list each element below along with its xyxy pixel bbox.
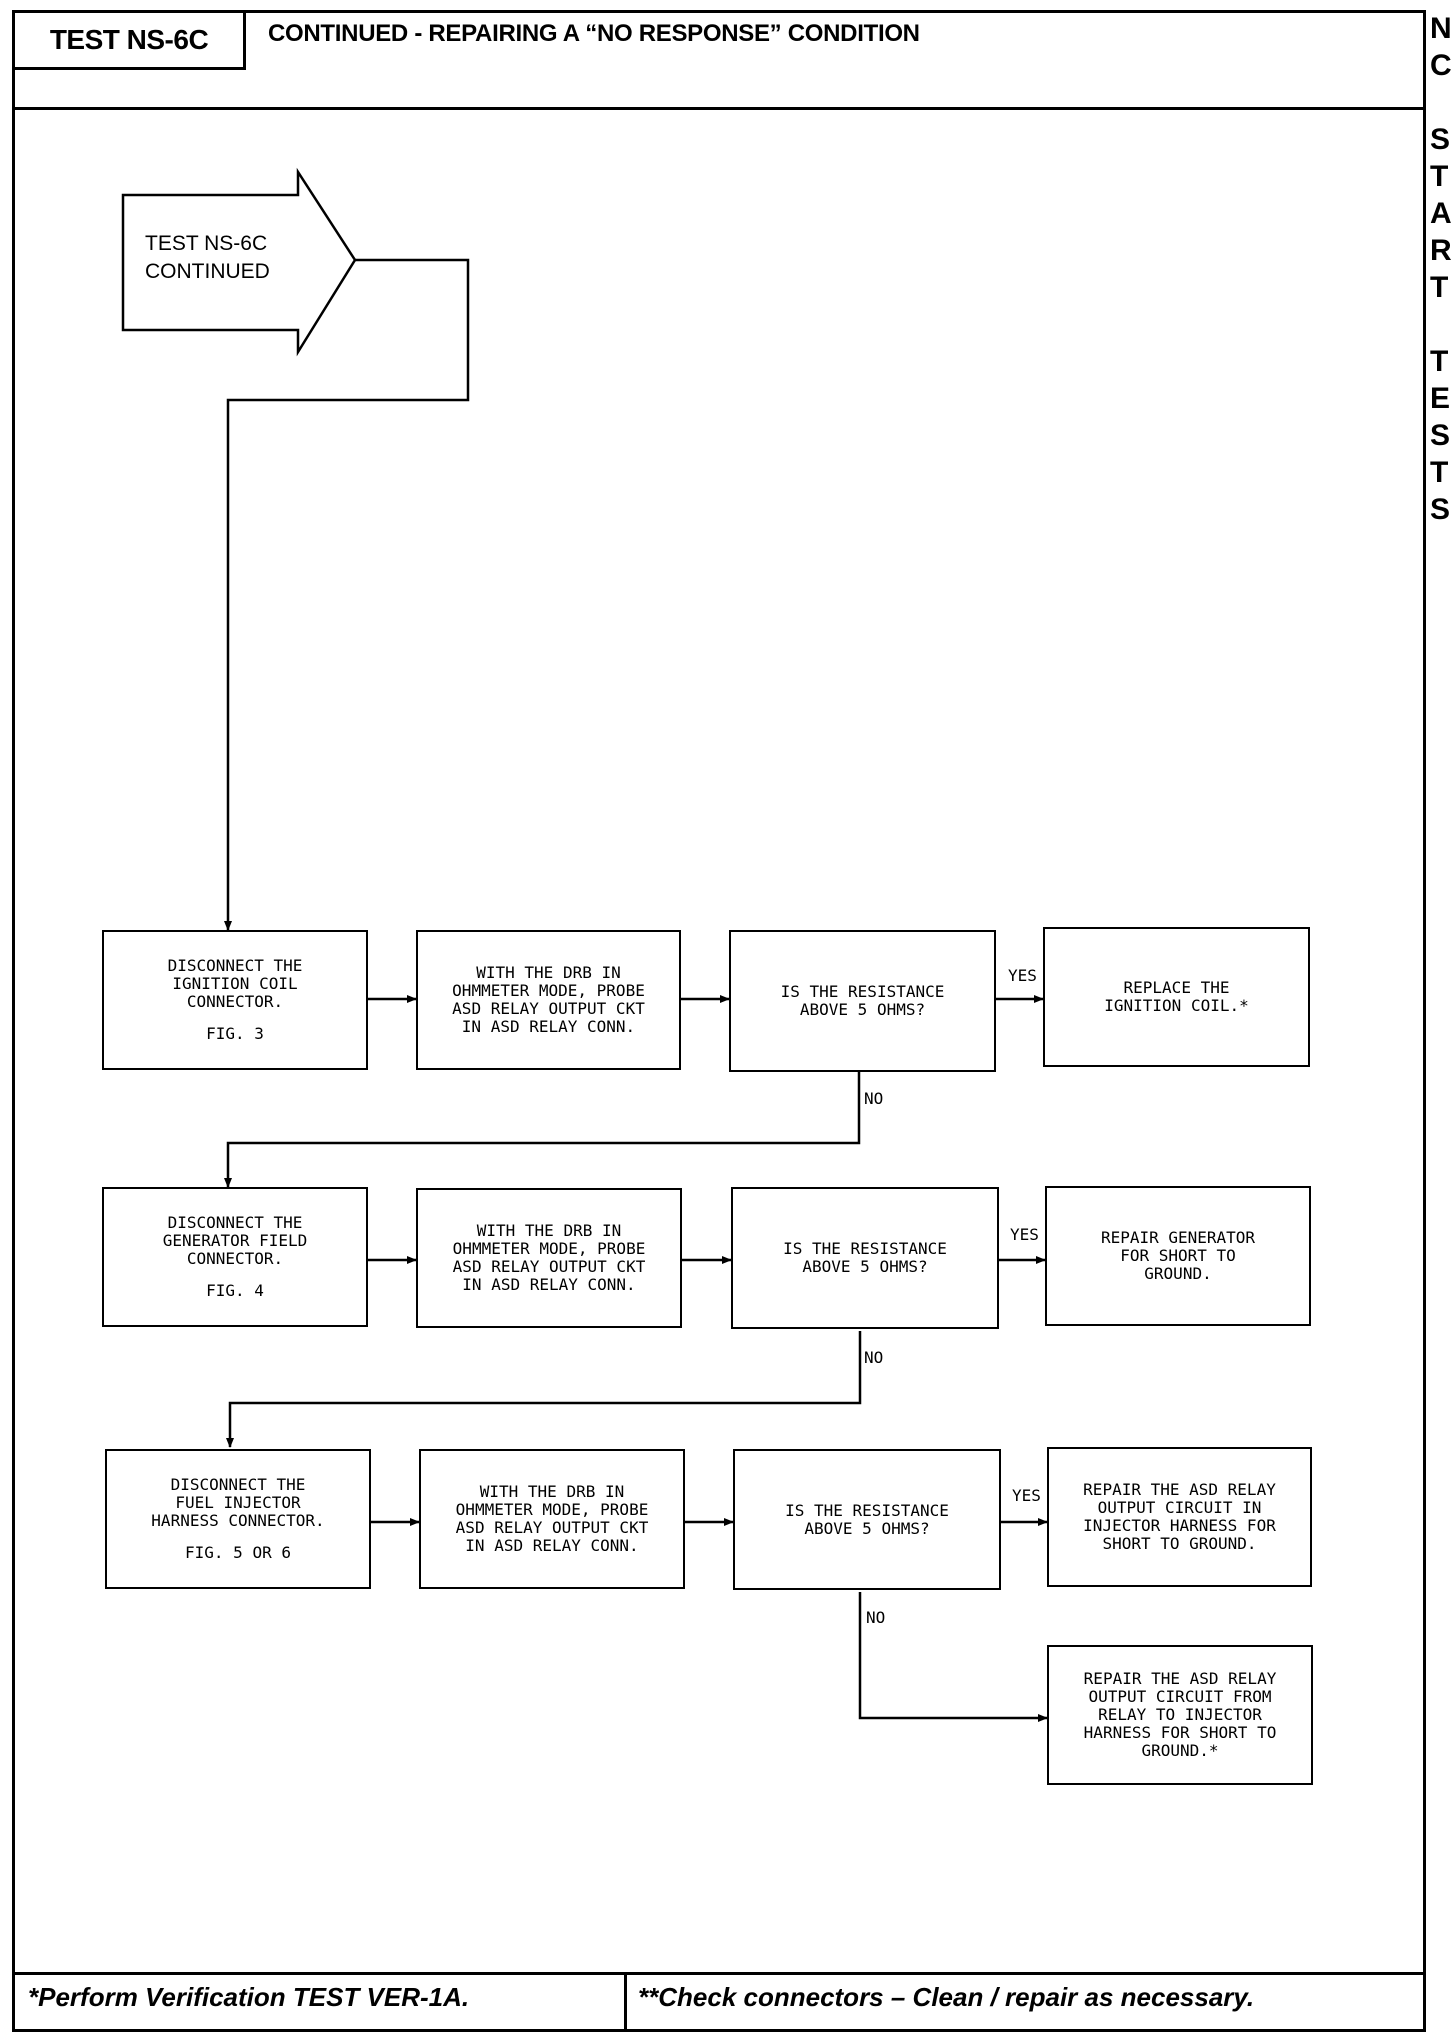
result-box-2: REPAIR GENERATOR FOR SHORT TO GROUND. [1045, 1186, 1311, 1326]
box-line: OHMMETER MODE, PROBE [452, 981, 645, 1000]
final-result-box: REPAIR THE ASD RELAY OUTPUT CIRCUIT FROM… [1047, 1645, 1313, 1785]
box-line: OUTPUT CIRCUIT IN [1097, 1498, 1262, 1517]
footer-separator [624, 1972, 627, 2032]
result-box-1: REPLACE THE IGNITION COIL.* [1043, 927, 1310, 1067]
header-divider [12, 107, 1426, 110]
connector-r1-no [224, 1072, 861, 1188]
box-line: WITH THE DRB IN [476, 963, 621, 982]
box-line: ABOVE 5 OHMS? [804, 1518, 930, 1538]
box-line: HARNESS FOR SHORT TO [1083, 1723, 1277, 1742]
box-line: IGNITION COIL [172, 974, 298, 993]
result-box-3: REPAIR THE ASD RELAY OUTPUT CIRCUIT IN I… [1047, 1447, 1312, 1587]
side-tab-strip: N C S T A R T T E S T S [1430, 10, 1456, 528]
box-line: REPLACE THE [1123, 978, 1230, 997]
box-line: ASD RELAY OUTPUT CKT [455, 1518, 649, 1537]
figure-ref: FIG. 5 OR 6 [185, 1543, 291, 1562]
no-label: NO [864, 1089, 884, 1108]
side-letter: T [1430, 345, 1449, 378]
box-line: WITH THE DRB IN [476, 1221, 622, 1240]
box-line: IS THE RESISTANCE [783, 1239, 947, 1258]
box-line: CONNECTOR. [186, 992, 284, 1011]
side-letter: C [1430, 49, 1452, 82]
page-frame [12, 10, 1426, 2032]
yes-label: YES [1008, 966, 1037, 985]
footer-note-left: *Perform Verification TEST VER-1A. [28, 1982, 470, 2012]
box-line: REPAIR THE ASD RELAY [1083, 1480, 1276, 1499]
side-letter: E [1430, 382, 1451, 415]
box-line: DISCONNECT THE [167, 956, 303, 975]
box-line: DISCONNECT THE [167, 1213, 303, 1232]
box-line: OHMMETER MODE, PROBE [452, 1239, 646, 1258]
box-line: DISCONNECT THE [170, 1475, 306, 1494]
box-line: IN ASD RELAY CONN. [462, 1275, 636, 1294]
box-line: ASD RELAY OUTPUT CKT [452, 999, 645, 1018]
box-line: IN ASD RELAY CONN. [465, 1536, 639, 1555]
action-box-1: DISCONNECT THE IGNITION COIL CONNECTOR. … [102, 930, 368, 1070]
decision-box-3: IS THE RESISTANCE ABOVE 5 OHMS? [733, 1449, 1001, 1590]
box-line: GROUND. [1144, 1264, 1212, 1283]
side-letter: S [1430, 419, 1451, 452]
decision-box-2: IS THE RESISTANCE ABOVE 5 OHMS? [731, 1187, 999, 1329]
box-line: REPAIR GENERATOR [1100, 1228, 1256, 1247]
footer-divider [12, 1972, 1426, 1975]
side-letter: S [1430, 493, 1451, 526]
footer-note-right: **Check connectors – Clean / repair as n… [638, 1982, 1255, 2012]
box-line: OUTPUT CIRCUIT FROM [1088, 1687, 1272, 1706]
start-arrow-label: TEST NS-6C CONTINUED [145, 230, 270, 286]
start-line: CONTINUED [145, 260, 270, 283]
box-line: IS THE RESISTANCE [785, 1500, 949, 1520]
box-line: ABOVE 5 OHMS? [802, 1257, 928, 1276]
start-arrow-shape [121, 167, 357, 357]
box-line: IN ASD RELAY CONN. [461, 1017, 636, 1036]
test-id: TEST NS-6C [49, 24, 209, 55]
box-line: IGNITION COIL.* [1104, 996, 1249, 1015]
box-line: GENERATOR FIELD [162, 1231, 308, 1250]
connector-start [224, 258, 470, 931]
action-box-3: DISCONNECT THE FUEL INJECTOR HARNESS CON… [105, 1449, 371, 1589]
box-line: FOR SHORT TO [1120, 1246, 1236, 1265]
side-letter: R [1430, 234, 1452, 267]
box-line: INJECTOR HARNESS FOR [1083, 1516, 1276, 1535]
box-line: CONNECTOR. [186, 1249, 284, 1268]
probe-box-3: WITH THE DRB IN OHMMETER MODE, PROBE ASD… [419, 1449, 685, 1589]
connector-r2-no [226, 1331, 862, 1448]
box-line: RELAY TO INJECTOR [1098, 1705, 1262, 1724]
page-title: CONTINUED - REPAIRING A “NO RESPONSE” CO… [268, 20, 920, 47]
start-line: TEST NS-6C [145, 232, 268, 255]
box-line: FUEL INJECTOR [175, 1493, 301, 1512]
side-letter: A [1430, 197, 1452, 230]
decision-box-1: IS THE RESISTANCE ABOVE 5 OHMS? [729, 930, 996, 1072]
box-line: OHMMETER MODE, PROBE [455, 1500, 649, 1519]
box-line: WITH THE DRB IN [479, 1482, 625, 1501]
box-line: REPAIR THE ASD RELAY [1083, 1669, 1277, 1688]
box-line: GROUND.* [1141, 1741, 1219, 1760]
test-id-box: TEST NS-6C [12, 10, 246, 70]
box-line: SHORT TO GROUND. [1102, 1534, 1257, 1553]
probe-box-2: WITH THE DRB IN OHMMETER MODE, PROBE ASD… [416, 1188, 682, 1328]
side-letter: T [1430, 160, 1449, 193]
probe-box-1: WITH THE DRB IN OHMMETER MODE, PROBE ASD… [416, 930, 681, 1070]
no-label: NO [864, 1348, 884, 1367]
figure-ref: FIG. 3 [206, 1024, 264, 1043]
box-line: IS THE RESISTANCE [780, 982, 945, 1001]
yes-label: YES [1010, 1225, 1039, 1244]
action-box-2: DISCONNECT THE GENERATOR FIELD CONNECTOR… [102, 1187, 368, 1327]
side-letter: N [1430, 12, 1452, 45]
side-letter: T [1430, 456, 1449, 489]
yes-label: YES [1012, 1486, 1041, 1505]
box-line: HARNESS CONNECTOR. [151, 1511, 325, 1530]
figure-ref: FIG. 4 [206, 1281, 264, 1300]
box-line: ASD RELAY OUTPUT CKT [452, 1257, 646, 1276]
side-letter: T [1430, 271, 1449, 304]
side-letter: S [1430, 123, 1451, 156]
box-line: ABOVE 5 OHMS? [799, 1000, 926, 1019]
no-label: NO [866, 1608, 886, 1627]
connector-r3-no [858, 1592, 1048, 1722]
